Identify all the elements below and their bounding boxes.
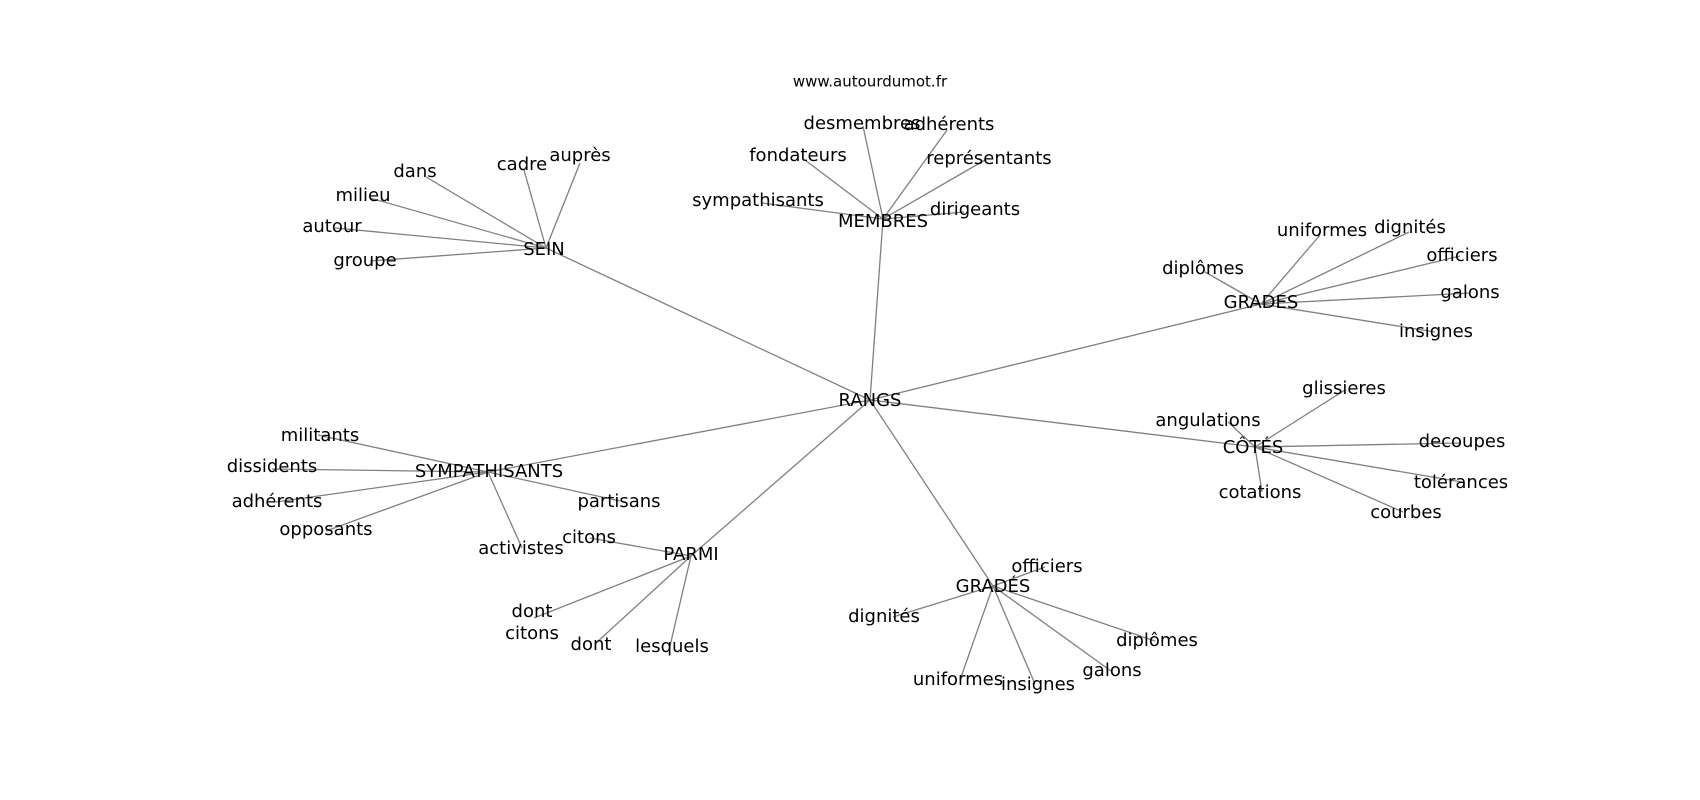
edge-membres-fondateurs [804,159,884,220]
edge-parmi-dont-citons [533,555,692,619]
node-sympathisants: SYMPATHISANTS [415,461,563,482]
edge-grades-uniformes [1260,234,1321,305]
node-sympathisants-partisans: partisans [577,491,660,512]
edge-cotes-angulations [1227,421,1256,448]
edge-cotes-cotations [1254,446,1263,493]
edge-sein-autour [334,227,547,249]
node-membres: MEMBRES [838,211,928,232]
edge-sympathisants-dissidents [271,468,489,473]
node-membres-adherents: adhérents [904,114,995,135]
edge-grades-diplomes [992,585,1156,642]
edge-rangs-cotes [869,399,1256,448]
edge-cotes-decoupes [1254,442,1461,448]
edge-sein-milieu [369,197,547,249]
node-grades-dignites: dignités [1374,217,1446,238]
node-grades-insignes: insignes [1001,674,1075,695]
edge-sympathisants-opposants [325,471,489,532]
node-membres-sympathisants: sympathisants [692,190,824,211]
edge-parmi-citons [589,537,692,557]
edge-membres-sympathisants [761,202,884,220]
node-membres-desmembres: desmembres [804,113,921,134]
edge-grades-insignes [992,585,1036,685]
node-membres-fondateurs: fondateurs [749,145,847,166]
node-membres-representants: représentants [926,148,1051,169]
edge-sein-cadre [523,169,547,249]
edge-parmi-lesquels [669,555,692,647]
node-cotes-cotations: cotations [1219,482,1302,503]
edge-sympathisants-adherents [275,471,489,503]
node-cotes-courbes: courbes [1370,502,1442,523]
edge-grades-dignites [1260,231,1410,305]
edge-cotes-glissieres [1254,389,1346,448]
node-grades-officiers: officiers [1426,245,1497,266]
edge-grades-insignes [1260,303,1436,333]
edge-sympathisants-partisans [487,471,621,502]
node-sein-milieu: milieu [335,185,390,206]
edge-grades-galons [1260,292,1471,305]
edge-grades-diplomes [1204,271,1262,305]
node-sympathisants-militants: militants [281,425,359,446]
edge-sein-groupe [369,247,547,262]
node-cotes-glissieres: glissieres [1302,378,1386,399]
edge-membres-adherents [882,129,948,220]
node-sein-cadre: cadre [497,154,547,175]
edge-membres-desmembres [862,125,884,220]
node-parmi-citons: citons [562,527,616,548]
node-sympathisants-dissidents: dissidents [227,456,318,477]
edge-membres-dirigeants [882,211,965,220]
edge-sein-aupres [545,162,581,249]
node-sein-groupe: groupe [333,250,396,271]
node-grades-diplomes: diplômes [1162,258,1244,279]
node-sympathisants-adherents: adhérents [232,491,323,512]
source-url: www.autourdumot.fr [793,73,948,91]
edge-parmi-dont [594,555,692,645]
node-grades-uniformes: uniformes [913,669,1003,690]
edge-grades-officiers [992,566,1046,587]
node-rangs: RANGS [839,390,902,411]
node-grades-officiers: officiers [1011,556,1082,577]
edge-grades-uniformes [959,585,994,681]
edge-rangs-sympathisants [487,399,871,473]
edge-cotes-tolerances [1254,446,1463,483]
node-parmi-dont: dont [571,634,612,655]
edge-grades-galons [992,585,1112,672]
edge-membres-representants [882,159,986,220]
edge-rangs-grades [869,303,1262,401]
node-sympathisants-opposants: opposants [279,519,372,540]
edge-sein-dans [425,176,547,249]
node-cotes-tolerances: tolérances [1414,472,1508,493]
edge-cotes-courbes [1254,446,1404,513]
node-grades-uniformes: uniformes [1277,220,1367,241]
edge-rangs-parmi [690,399,871,557]
edge-rangs-membres [869,218,884,401]
edge-grades-dignites [892,585,994,618]
node-cotes-angulations: angulations [1155,410,1260,431]
node-grades-dignites: dignités [848,606,920,627]
node-grades-galons: galons [1082,660,1141,681]
edge-rangs-grades [869,399,994,587]
node-grades: GRADES [1224,292,1299,313]
node-sympathisants-activistes: activistes [478,538,564,559]
node-parmi: PARMI [663,544,718,565]
node-membres-dirigeants: dirigeants [930,199,1020,220]
node-grades-diplomes: diplômes [1116,630,1198,651]
graph-edges [271,125,1471,685]
node-grades-insignes: insignes [1399,321,1473,342]
edge-sympathisants-militants [317,434,489,473]
node-sein: SEIN [523,239,565,260]
node-sein-aupres: auprès [549,145,610,166]
edge-rangs-sein [545,247,871,401]
node-grades-galons: galons [1440,282,1499,303]
node-cotes: CÔTÉS [1223,436,1284,458]
node-sein-dans: dans [393,161,436,182]
edge-sympathisants-activistes [487,471,523,549]
node-cotes-decoupes: decoupes [1419,431,1506,452]
node-grades: GRADÉS [956,575,1031,597]
edge-grades-officiers [1260,255,1461,305]
node-sein-autour: autour [302,216,362,237]
node-parmi-lesquels: lesquels [635,636,709,657]
